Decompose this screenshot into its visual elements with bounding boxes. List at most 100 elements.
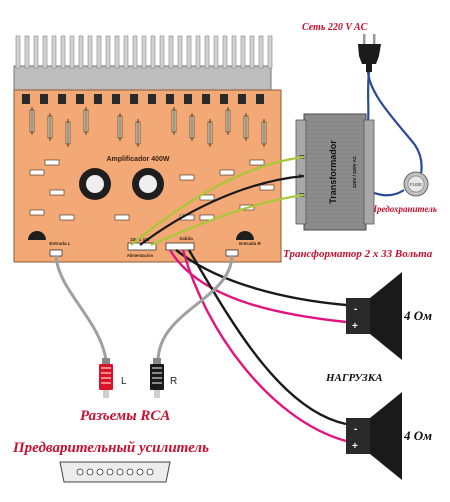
heatsink-fin	[204, 35, 210, 69]
transformer-caption: Трансформатор 2 x 33 Вольта	[283, 248, 433, 260]
transformer-core	[306, 117, 364, 227]
small-component	[219, 169, 235, 176]
heatsink-fin	[249, 35, 255, 69]
small-component	[199, 194, 215, 201]
rca-cable-right	[156, 255, 234, 361]
rca-right-label: R	[170, 376, 177, 387]
speaker-1: - +	[346, 272, 402, 360]
rca-plug-right	[150, 358, 164, 398]
speaker-2-minus: -	[354, 424, 357, 435]
connector-pin	[86, 468, 94, 476]
preamp-connector-pins	[76, 468, 154, 476]
connector-pin	[126, 468, 134, 476]
fuse-label: Предохранитель	[369, 204, 437, 214]
speaker-1-plus-wire	[168, 249, 347, 324]
input-capacitor-right	[236, 231, 254, 240]
speaker-2-plus-wire	[181, 249, 347, 443]
amplifier-board: Amplificador 400W Entrada L Entrada R Sa…	[13, 89, 282, 263]
heatsink-fin	[258, 35, 264, 69]
small-component	[44, 159, 60, 166]
heatsink-fin	[69, 35, 75, 69]
heatsink-fin	[195, 35, 201, 69]
output-terminal	[165, 242, 195, 251]
heatsink-fin	[60, 35, 66, 69]
heatsink	[13, 35, 273, 93]
supply-pin-labels: 33v 0 33v	[130, 237, 150, 242]
salida-label: Salida	[179, 236, 193, 241]
power-transistor	[94, 94, 102, 104]
power-transistor	[166, 94, 174, 104]
heatsink-fins	[15, 35, 273, 69]
mains-label: Сеть 220 V AC	[302, 22, 368, 33]
connector-pin	[146, 468, 154, 476]
heatsink-fin	[222, 35, 228, 69]
mains-plug	[358, 34, 381, 72]
power-transistor	[220, 94, 228, 104]
fuse: FUSE	[403, 171, 429, 197]
rca-cable-left	[54, 255, 108, 361]
amplifier-title: Amplificador 400W	[106, 156, 169, 163]
rca-left-label: L	[121, 376, 127, 387]
heatsink-fin	[267, 35, 273, 69]
heatsink-fin	[24, 35, 30, 69]
secondary-wire-0	[139, 174, 305, 246]
heatsink-fin	[78, 35, 84, 69]
power-transistor	[40, 94, 48, 104]
small-component	[199, 214, 215, 221]
connector-pin	[116, 468, 124, 476]
heatsink-fin	[105, 35, 111, 69]
input-terminal-left	[49, 249, 63, 257]
power-transistor	[184, 94, 192, 104]
small-component	[179, 174, 195, 181]
speaker-2-plus: +	[352, 441, 358, 452]
heatsink-fin	[177, 35, 183, 69]
connector-pin	[96, 468, 104, 476]
heatsink-fin	[114, 35, 120, 69]
transformer-label: Transformador	[328, 140, 338, 204]
power-transistor	[22, 94, 30, 104]
heatsink-fin	[33, 35, 39, 69]
speaker-1-minus: -	[354, 304, 357, 315]
rca-caption: Разъемы RCA	[80, 408, 170, 424]
input-capacitor-left	[28, 231, 46, 240]
alimentacion-label: Alimentación	[127, 253, 154, 258]
power-transistor	[238, 94, 246, 104]
secondary-wire-33-b	[150, 193, 305, 247]
small-component	[59, 214, 75, 221]
connector-pin	[76, 468, 84, 476]
speaker-1-impedance: 4 Ом	[403, 308, 432, 323]
transformer-primary-text: 120V / 220V AC	[352, 155, 357, 188]
mains-wire-to-fuse	[366, 71, 423, 183]
secondary-wire-33-a	[130, 155, 305, 246]
pcb-components	[22, 94, 275, 221]
small-component	[259, 184, 275, 191]
heatsink-fin	[150, 35, 156, 69]
preamp-caption: Предварительный усилитель	[12, 440, 209, 456]
input-terminal-right	[225, 249, 239, 257]
speaker-1-minus-wire	[175, 249, 347, 307]
heatsink-fin	[141, 35, 147, 69]
heatsink-fin	[15, 35, 21, 69]
preamp-connector	[59, 461, 171, 483]
power-transistor	[58, 94, 66, 104]
filter-capacitor-left-top	[86, 175, 104, 193]
power-transistor	[112, 94, 120, 104]
speaker-2-impedance: 4 Ом	[403, 428, 432, 443]
speaker-2-minus-wire	[187, 249, 347, 426]
load-label: НАГРУЗКА	[325, 372, 383, 384]
small-component	[29, 169, 45, 176]
heatsink-fin	[186, 35, 192, 69]
entrada-r-label: Entrada R	[239, 241, 261, 246]
power-transistor	[148, 94, 156, 104]
heatsink-fin	[132, 35, 138, 69]
small-component	[29, 209, 45, 216]
small-component	[249, 159, 265, 166]
heatsink-fin	[159, 35, 165, 69]
small-component	[49, 189, 65, 196]
heatsink-fin	[96, 35, 102, 69]
heatsink-fin	[42, 35, 48, 69]
power-transistor	[256, 94, 264, 104]
connector-pin	[106, 468, 114, 476]
transformer: Transformador 120V / 220V AC 33 0 33	[295, 113, 375, 231]
